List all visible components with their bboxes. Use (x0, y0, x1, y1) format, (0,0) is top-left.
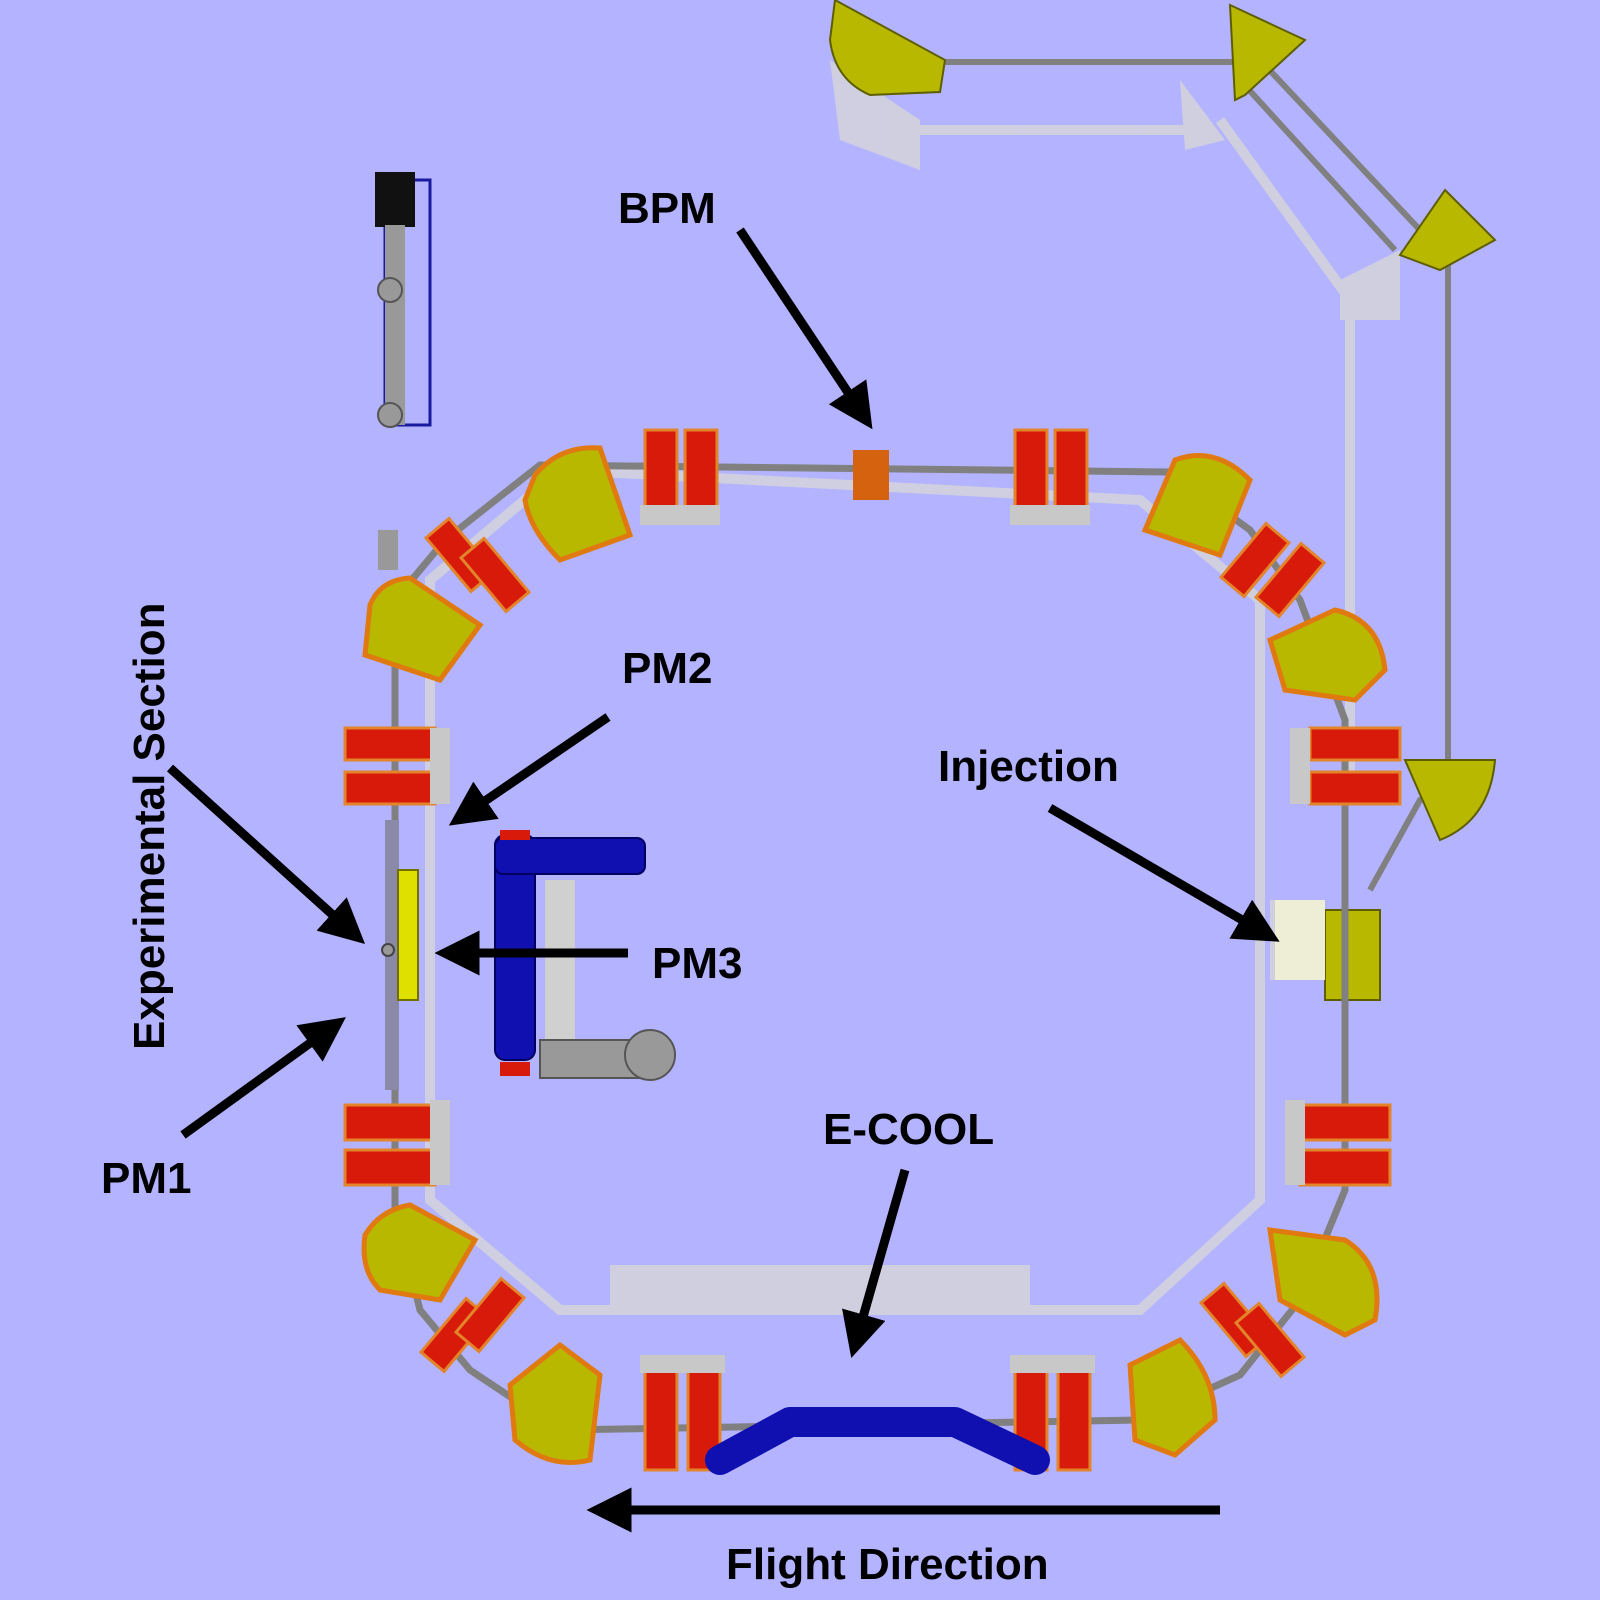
dipole-magnet-right-upper (1266, 607, 1388, 703)
electron-cooler (705, 1407, 1050, 1475)
pm3-top-arm (494, 837, 646, 875)
quadrupole-left-upper (343, 726, 450, 806)
transfer-dipole-3 (1398, 188, 1497, 272)
injection-septum (1324, 909, 1381, 1001)
label-pm1: PM1 (101, 1154, 192, 1203)
detector-column (385, 225, 405, 425)
dipole-magnet-left-lower (361, 1202, 479, 1303)
label-injection: Injection (938, 742, 1119, 791)
experimental-target-chamber (397, 869, 419, 1001)
transfer-dipole-1 (828, 0, 947, 97)
pm1-probe (381, 943, 395, 957)
pm3-device (494, 830, 676, 1081)
quadrupole-diag-bottom-left (418, 1276, 527, 1374)
arrow-experimental-section (166, 764, 366, 945)
dipole-magnet-left-upper (362, 575, 484, 683)
ghost-dipole-right (1340, 250, 1400, 320)
detector-head (375, 172, 415, 227)
storage-ring (343, 428, 1402, 1472)
transfer-line-pipe-2 (1237, 77, 1398, 253)
ghost-dipole-top2 (1180, 80, 1225, 150)
quadrupole-left-lower (343, 1100, 450, 1187)
bpm-block (853, 450, 889, 500)
label-experimental-section: Experimental Section (125, 602, 174, 1050)
quadrupole-diag-top-right (1218, 521, 1327, 619)
pm3-red-cap-top (500, 830, 530, 840)
transfer-dipole-4 (1403, 759, 1497, 842)
quadrupole-top-right (1010, 428, 1090, 525)
annotation-arrows (166, 227, 1280, 1533)
dipole-magnet-right-lower (1267, 1227, 1380, 1338)
arrow-injection (1047, 804, 1280, 942)
label-ecool: E-COOL (823, 1105, 995, 1154)
label-pm3: PM3 (652, 939, 743, 988)
detector-stand (375, 172, 432, 428)
ghost-dipole-top (830, 60, 920, 170)
pm3-shadow (545, 880, 575, 1040)
experimental-section (378, 530, 419, 1090)
label-pm2: PM2 (622, 644, 713, 693)
quadrupole-right-lower (1285, 1100, 1392, 1187)
arrow-pm1 (180, 1017, 346, 1139)
injection-beamline (828, 0, 1497, 1001)
ghost-cooler (610, 1265, 1030, 1305)
label-flight-direction: Flight Direction (726, 1540, 1049, 1589)
dipole-magnet-top-right (1141, 453, 1253, 559)
detector-knob-2 (377, 402, 403, 428)
quadrupole-right-upper (1290, 726, 1402, 806)
pm3-gray-roller (624, 1029, 676, 1081)
quadrupole-diag-top-left (423, 516, 532, 614)
ecool-pipe (705, 1407, 1050, 1475)
dipole-magnet-bottom-right (1127, 1336, 1218, 1458)
vertical-pipe-flange (378, 530, 398, 570)
transfer-dipole-2 (1228, 3, 1307, 102)
detector-knob-1 (377, 277, 403, 303)
quadrupole-diag-bottom-right (1198, 1281, 1307, 1379)
arrow-bpm (736, 227, 873, 430)
dipole-magnet-top-left (522, 445, 634, 563)
pm3-red-cap (500, 1062, 530, 1076)
arrow-pm2 (448, 713, 611, 826)
label-bpm: BPM (618, 184, 716, 233)
dipole-magnet-bottom-left (507, 1341, 603, 1465)
quadrupole-bottom-left (640, 1355, 725, 1472)
injection-kicker-ghost (1275, 900, 1325, 980)
quadrupole-top-left (640, 428, 720, 525)
arrow-ecool (842, 1168, 910, 1358)
